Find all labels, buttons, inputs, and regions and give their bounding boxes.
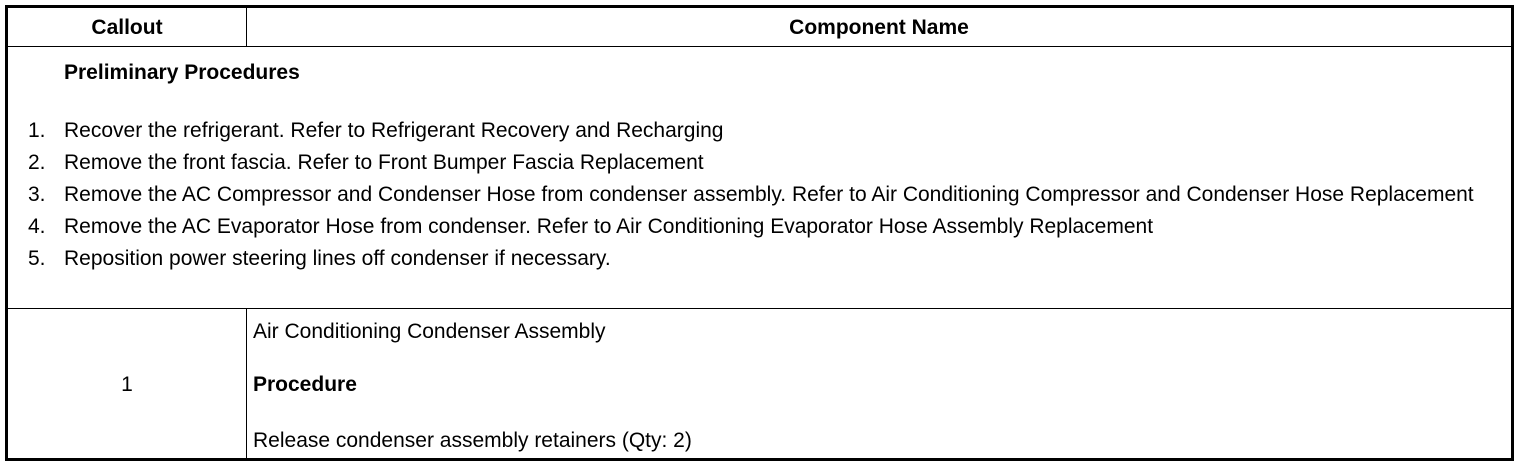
step-text: Remove the front fascia. Refer to Front … [64, 151, 704, 174]
table-header-row: Callout Component Name [8, 8, 1511, 47]
list-item: 3. Remove the AC Compressor and Condense… [8, 179, 1488, 210]
step-number: 3. [28, 183, 46, 206]
callout-number: 1 [121, 373, 133, 396]
procedure-title: Procedure [253, 373, 357, 396]
list-item: 4. Remove the AC Evaporator Hose from co… [8, 211, 1488, 242]
procedure-table: Callout Component Name Preliminary Proce… [5, 5, 1514, 461]
preliminary-procedures-title: Preliminary Procedures [64, 61, 300, 84]
step-text: Recover the refrigerant. Refer to Refrig… [64, 119, 724, 142]
header-callout: Callout [8, 8, 247, 46]
preliminary-procedures-section: Preliminary Procedures 1. Recover the re… [8, 47, 1511, 309]
step-text: Remove the AC Compressor and Condenser H… [64, 183, 1474, 206]
header-component-name: Component Name [789, 16, 969, 39]
list-item: 1. Recover the refrigerant. Refer to Ref… [8, 115, 1488, 146]
step-number: 5. [28, 247, 46, 270]
step-text: Reposition power steering lines off cond… [64, 247, 611, 270]
step-number: 1. [28, 119, 46, 142]
step-number: 4. [28, 215, 46, 238]
list-item: 5. Reposition power steering lines off c… [8, 243, 1488, 274]
component-name: Air Conditioning Condenser Assembly [253, 320, 606, 343]
component-cell: Air Conditioning Condenser Assembly Proc… [247, 309, 1511, 458]
step-text: Remove the AC Evaporator Hose from conde… [64, 215, 1154, 238]
table-row: 1 Air Conditioning Condenser Assembly Pr… [8, 309, 1511, 458]
callout-cell: 1 [8, 309, 247, 458]
step-number: 2. [28, 151, 46, 174]
preliminary-steps-list: 1. Recover the refrigerant. Refer to Ref… [8, 115, 1488, 275]
list-item: 2. Remove the front fascia. Refer to Fro… [8, 147, 1488, 178]
procedure-text: Release condenser assembly retainers (Qt… [253, 429, 692, 452]
